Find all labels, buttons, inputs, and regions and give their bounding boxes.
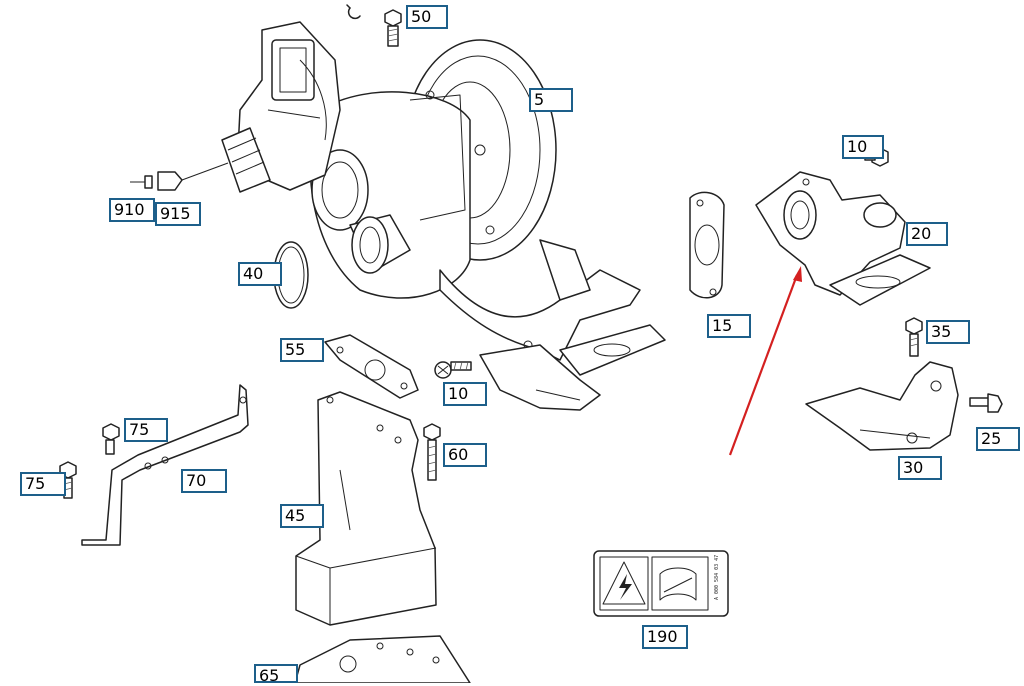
callout-190[interactable]: 190 — [642, 625, 688, 649]
warning-label-part — [593, 550, 729, 617]
warning-label-text: A 000 584 03 47 — [714, 555, 720, 600]
bolt-75-upper-part — [102, 423, 120, 455]
bracket-30-part — [805, 361, 959, 451]
bracket-70-part — [81, 384, 249, 546]
actuator-part — [221, 21, 341, 193]
callout-30[interactable]: 30 — [898, 456, 942, 480]
support-45-part — [295, 391, 437, 626]
bolt-35-part — [905, 317, 923, 357]
callout-25[interactable]: 25 — [976, 427, 1020, 451]
turbocharger-part — [309, 39, 557, 299]
sensor-part — [130, 162, 229, 191]
pointer-arrow — [728, 266, 802, 456]
gasket-15-part — [689, 191, 725, 299]
gasket-55-part — [324, 334, 419, 399]
callout-50[interactable]: 50 — [406, 5, 448, 29]
callout-55[interactable]: 55 — [280, 338, 324, 362]
manifold-flange-part — [439, 239, 666, 376]
callout-70[interactable]: 70 — [181, 469, 227, 493]
support-bracket-part — [479, 344, 601, 411]
gasket-65-part — [294, 635, 471, 683]
callout-910[interactable]: 910 — [109, 198, 155, 222]
bolt-60-part — [423, 423, 441, 481]
circlip-part — [346, 4, 361, 20]
callout-35[interactable]: 35 — [926, 320, 970, 344]
callout-10-upper[interactable]: 10 — [842, 135, 884, 159]
callout-20[interactable]: 20 — [906, 222, 948, 246]
bolt-50-part — [384, 9, 402, 47]
callout-75-left[interactable]: 75 — [20, 472, 66, 496]
bolt-25-part — [969, 393, 1003, 413]
callout-5[interactable]: 5 — [529, 88, 573, 112]
callout-60[interactable]: 60 — [443, 443, 487, 467]
callout-75-upper[interactable]: 75 — [124, 418, 168, 442]
callout-65[interactable]: 65 — [254, 664, 298, 685]
callout-10-lower[interactable]: 10 — [443, 382, 487, 406]
callout-40[interactable]: 40 — [238, 262, 282, 286]
bolt-10-part — [434, 361, 472, 379]
callout-15[interactable]: 15 — [707, 314, 751, 338]
callout-45[interactable]: 45 — [280, 504, 324, 528]
exhaust-elbow-part — [755, 171, 931, 306]
callout-915[interactable]: 915 — [155, 202, 201, 226]
